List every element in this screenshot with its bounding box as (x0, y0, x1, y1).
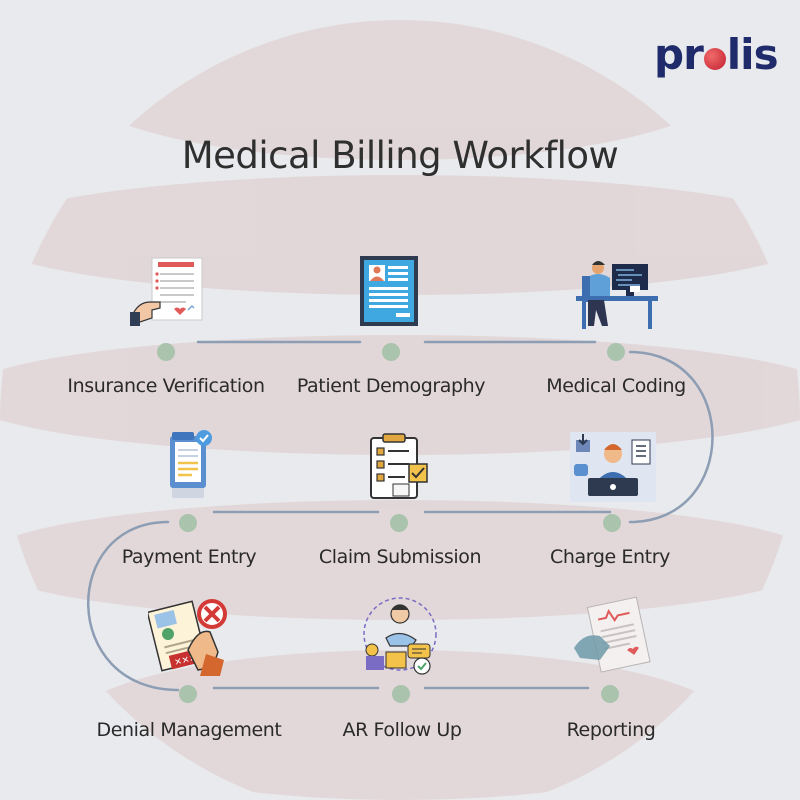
step-node-1 (157, 343, 175, 361)
logo-globe-icon (703, 48, 726, 70)
step-node-7 (179, 685, 197, 703)
payment-receipt-icon (170, 430, 212, 498)
connector-6-7-curve (87, 520, 180, 692)
step-label-9: Reporting (566, 719, 656, 741)
step-node-8 (392, 685, 410, 703)
charge-entry-workstation-icon (570, 432, 656, 502)
step-node-6 (603, 514, 621, 532)
step-label-6: Charge Entry (550, 546, 670, 568)
logo-text-prefix: pr (654, 30, 704, 79)
connector-3-4-curve (628, 350, 714, 524)
step-label-3: Medical Coding (546, 375, 686, 397)
step-label-2: Patient Demography (296, 375, 486, 397)
step-node-4 (179, 514, 197, 532)
logo-text-suffix: lis (726, 30, 779, 79)
clipboard-checklist-icon (370, 433, 428, 499)
ar-follow-up-icon (363, 597, 437, 675)
step-label-7: Denial Management (96, 719, 282, 741)
step-label-1: Insurance Verification (67, 375, 265, 397)
coder-at-computer-icon (576, 261, 658, 329)
step-label-5: Claim Submission (318, 546, 482, 568)
insurance-form-icon (130, 257, 203, 326)
step-label-4: Payment Entry (121, 546, 257, 568)
denied-document-icon: ✕✕✕ (148, 599, 227, 676)
step-node-2 (382, 343, 400, 361)
step-node-9 (601, 685, 619, 703)
page-title: Medical Billing Workflow (181, 134, 619, 177)
patient-id-card-icon (360, 256, 418, 326)
step-node-5 (390, 514, 408, 532)
step-label-8: AR Follow Up (342, 719, 462, 741)
report-document-icon (574, 596, 651, 673)
step-node-3 (607, 343, 625, 361)
